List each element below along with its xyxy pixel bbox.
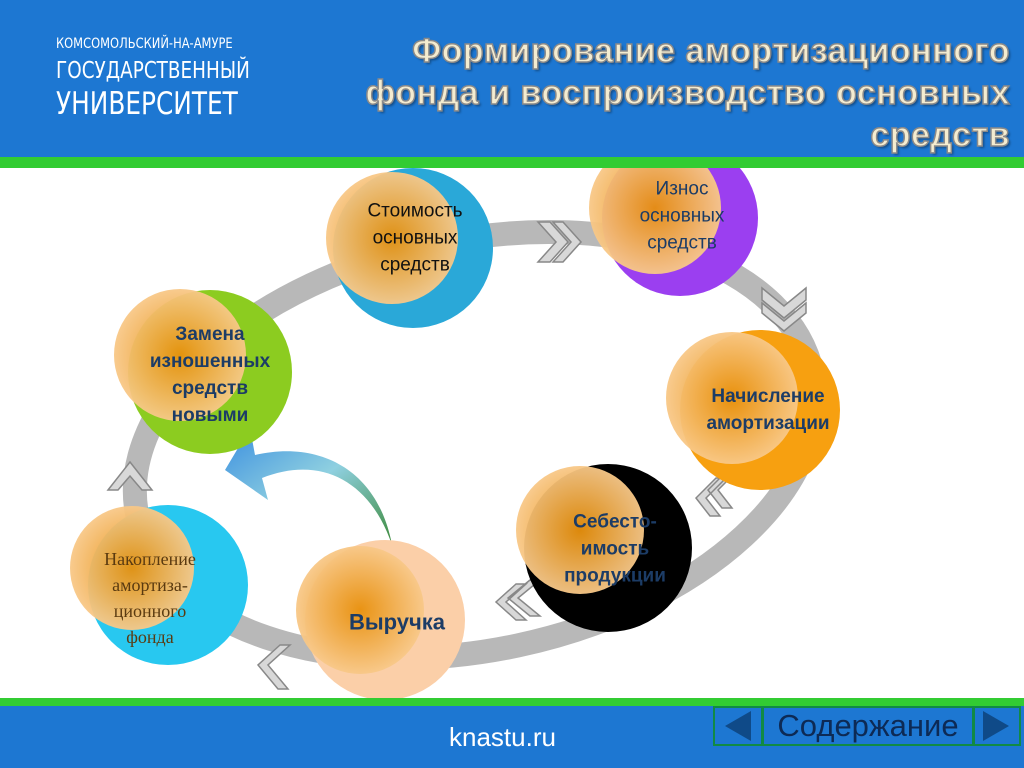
cycle-node-highlight [516,466,644,594]
chevron-icon [536,221,583,263]
cycle-diagram [70,168,840,698]
university-name-line1: КОМСОМОЛЬСКИЙ-НА-АМУРЕ [56,36,233,52]
cycle-node-highlight [589,168,721,274]
next-slide-button[interactable] [973,706,1021,746]
university-name-line2: ГОСУДАРСТВЕННЫЙ [56,58,250,84]
triangle-left-icon [725,711,751,741]
site-link[interactable]: knastu.ru [449,722,556,752]
chevron-icon [761,286,807,332]
return-arrow [225,428,392,545]
chevron-icon [106,460,154,491]
cycle-node-label: Выручка [348,609,446,635]
cycle-node-highlight [114,289,246,421]
cycle-node-highlight [326,172,458,304]
footer-divider [0,698,1024,706]
cycle-node-highlight [70,506,194,630]
chevron-icon [256,644,292,690]
contents-button[interactable]: Содержание [762,706,974,746]
header-bar [0,0,1024,157]
university-name-line3: УНИВЕРСИТЕТ [56,86,238,122]
cycle-node-highlight [666,332,798,464]
prev-slide-button[interactable] [713,706,763,746]
cycle-node-highlight [296,546,424,674]
header-divider [0,157,1024,168]
triangle-right-icon [983,711,1009,741]
slide-title: Формирование амортизационного фонда и во… [365,31,1011,155]
footer-bar [0,706,1024,768]
